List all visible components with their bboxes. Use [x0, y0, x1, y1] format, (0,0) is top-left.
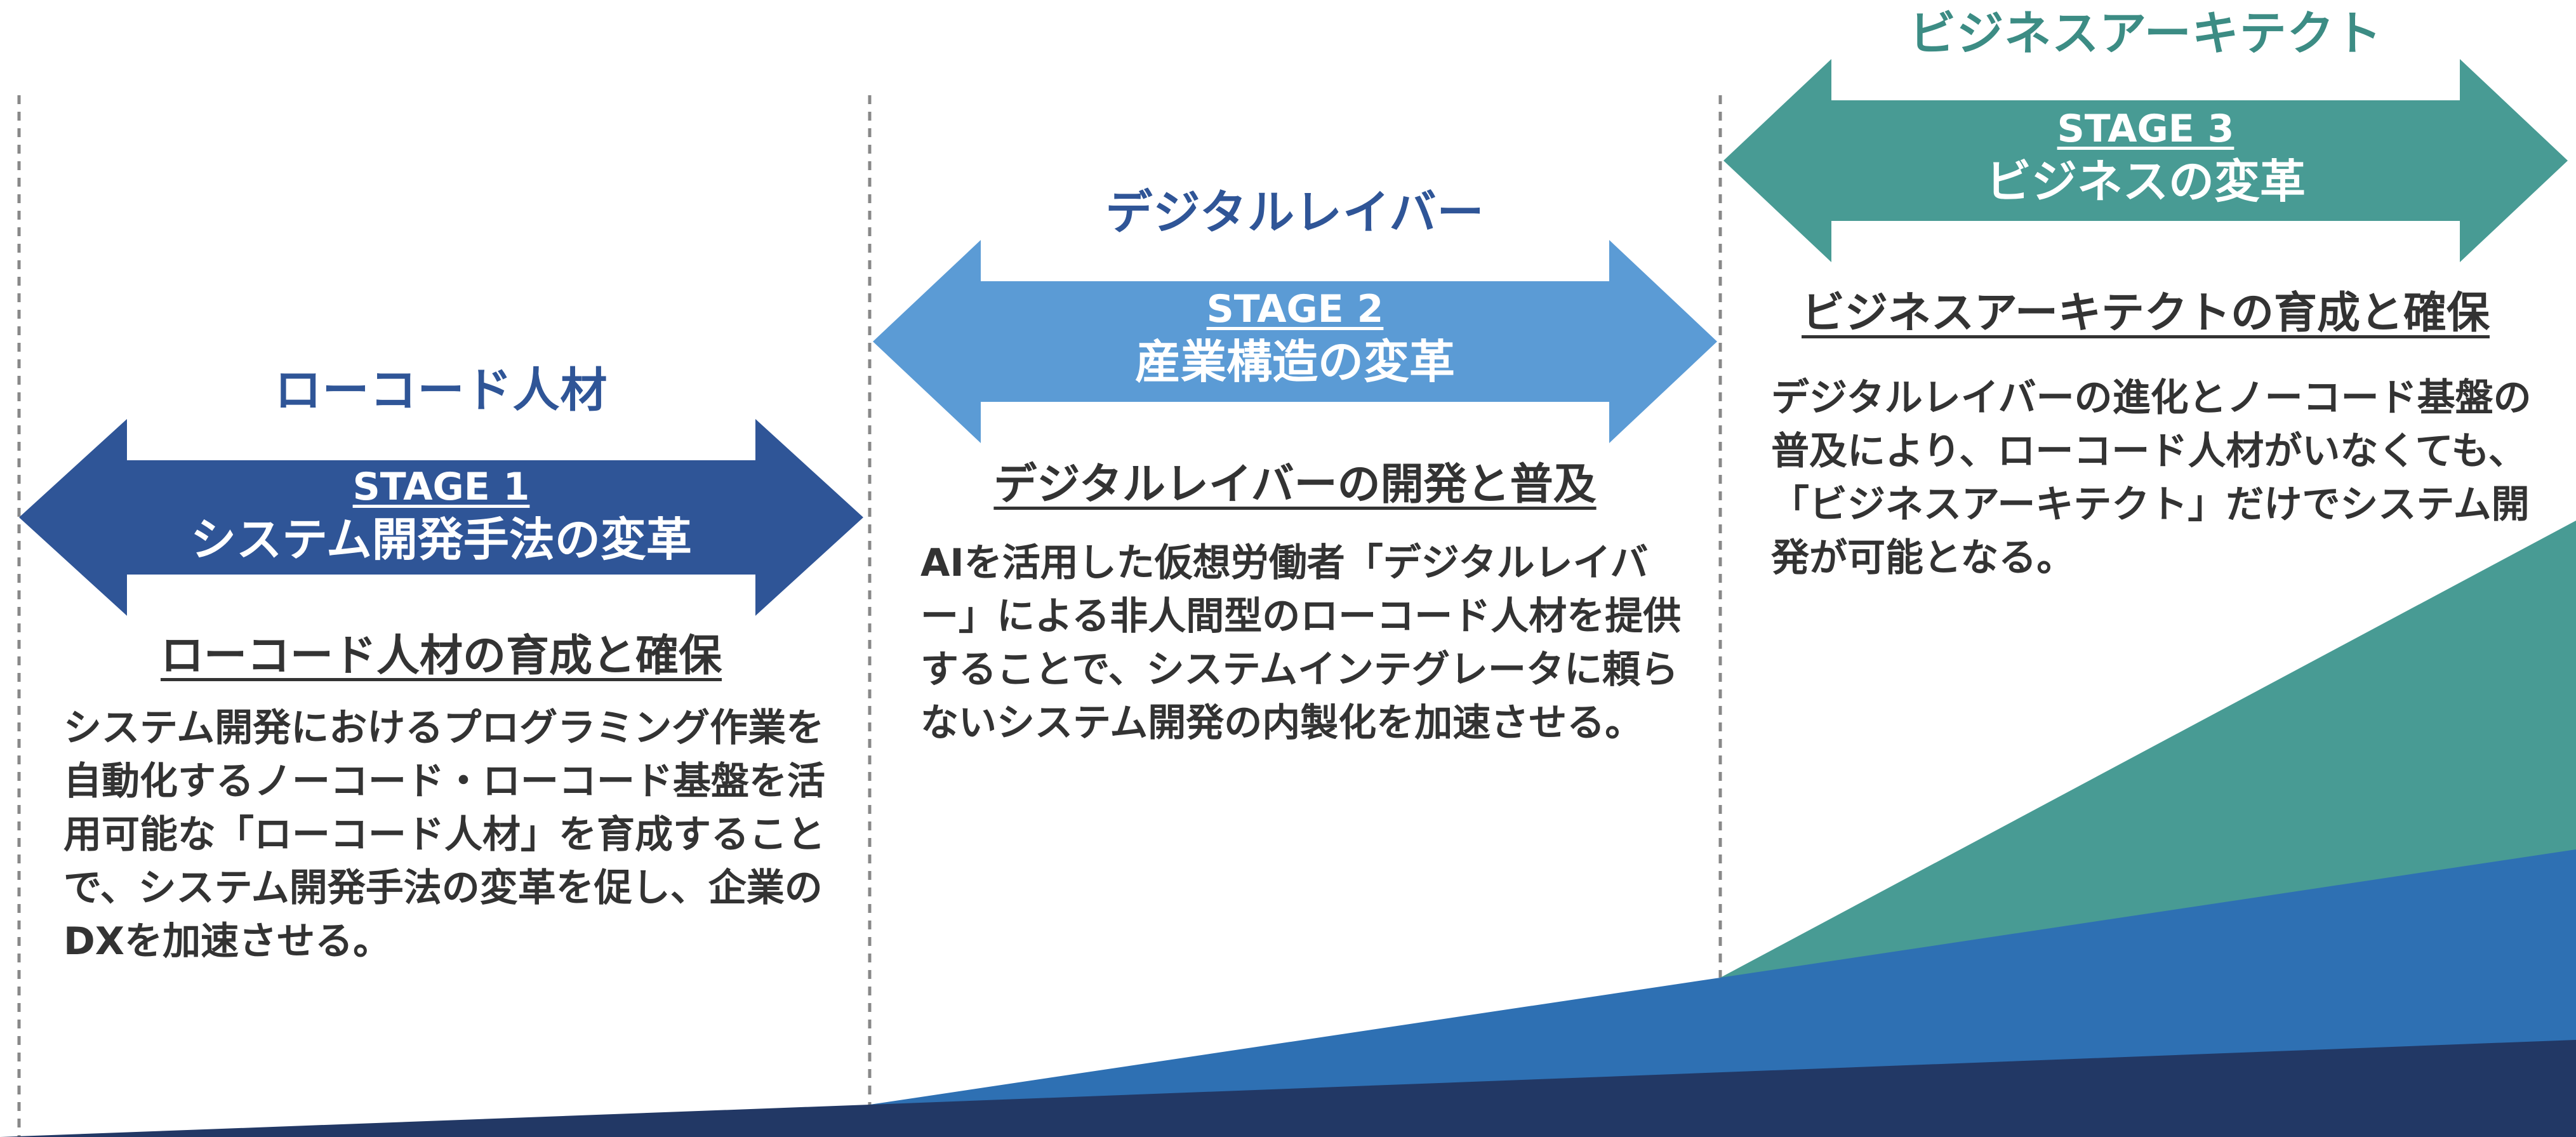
stage1-stage-label: STAGE 1 [352, 465, 530, 509]
growth-band-navy [0, 1040, 2576, 1137]
stage2-role-label: デジタルレイバー [1105, 185, 1485, 240]
stage2-arrow-text: STAGE 2 産業構造の変革 [981, 286, 1609, 391]
stage3-double-arrow [1723, 59, 2568, 262]
stage3-arrow-text: STAGE 3 ビジネスの変革 [1831, 105, 2460, 211]
stage1-heading: ローコード人材の育成と確保 [160, 631, 722, 681]
stage3-role-label: ビジネスアーキテクト [1909, 6, 2382, 61]
stage3-heading: ビジネスアーキテクトの育成と確保 [1802, 288, 2490, 338]
stage1-arrow-text: STAGE 1 システム開発手法の変革 [127, 463, 755, 569]
stage1-title: システム開発手法の変革 [190, 513, 692, 566]
stage3-title: ビジネスの変革 [1985, 155, 2306, 208]
stage2-title: 産業構造の変革 [1134, 335, 1455, 389]
stage3-description: デジタルレイバーの進化とノーコード基盤の普及により、ローコード人材がいなくても、… [1771, 376, 2532, 580]
stage3-stage-label: STAGE 3 [2057, 107, 2234, 151]
stage2-stage-label: STAGE 2 [1206, 287, 1384, 331]
stage2-description: AIを活用した仮想労働者「デジタルレイバー」による非人間型のローコード人材を提供… [920, 541, 1682, 745]
stage1-role-label: ローコード人材 [274, 363, 608, 418]
stage2-heading: デジタルレイバーの開発と普及 [993, 460, 1597, 510]
stage1-description: システム開発におけるプログラミング作業を自動化するノーコード・ローコード基盤を活… [63, 706, 825, 964]
stage1-double-arrow [19, 419, 863, 616]
stage2-double-arrow [873, 240, 1717, 443]
